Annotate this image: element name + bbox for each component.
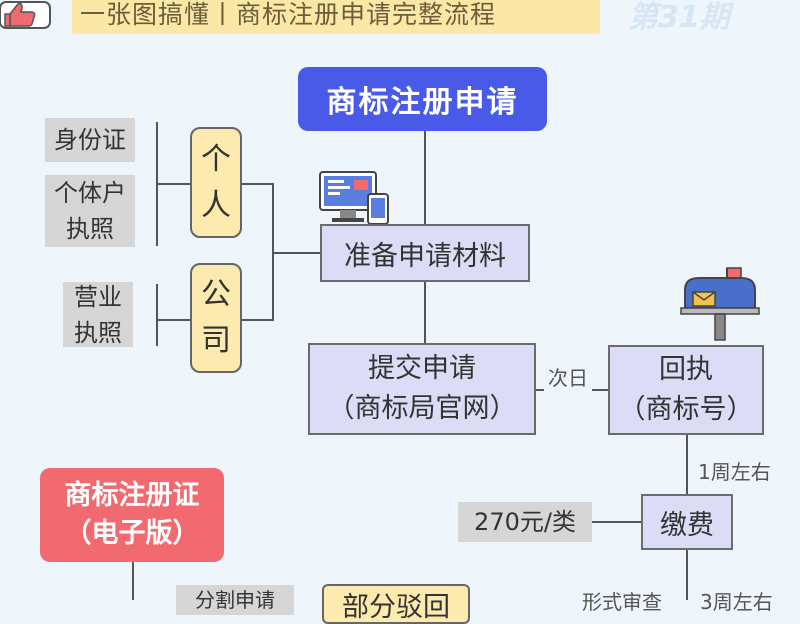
step-submit-application: 提交申请 （商标局官网） (308, 343, 536, 435)
thumbs-up-icon (0, 1, 51, 29)
mailbox-icon (680, 267, 760, 341)
header-band (72, 0, 600, 34)
issue-tag: 第31期 (628, 0, 730, 35)
step-pay-fee: 缴费 (641, 494, 733, 550)
connector-fee-down (686, 550, 688, 600)
material-sub-application: 分割申请 (176, 585, 294, 615)
connector-company-left (158, 319, 190, 321)
applicant-person: 个 人 (190, 127, 242, 238)
label-formal-review: 形式审查 (578, 586, 666, 615)
connector-person-right (242, 183, 274, 185)
computer-icon (319, 171, 389, 225)
connector-title-prepare (424, 131, 426, 224)
label-one-week: 1周左右 (694, 456, 775, 485)
connector-company-bracket (156, 284, 158, 346)
connector-applicants-prepare (272, 252, 320, 254)
connector-company-right (242, 319, 274, 321)
page-title: 一张图搞懂丨商标注册申请完整流程 (80, 0, 497, 29)
label-next-day: 次日 (544, 362, 592, 391)
connector-applicants-vertical (272, 183, 274, 320)
trademark-application-title: 商标注册申请 (298, 67, 547, 131)
connector-person-left (158, 183, 190, 185)
material-individual-license: 个体户 执照 (45, 175, 135, 247)
trademark-certificate: 商标注册证 （电子版） (40, 468, 224, 562)
material-business-license: 营业 执照 (63, 282, 133, 347)
connector-certificate-down (132, 562, 134, 600)
step-prepare-materials: 准备申请材料 (320, 224, 530, 282)
step-receipt: 回执 （商标号） (608, 345, 764, 435)
fee-price: 270元/类 (458, 502, 592, 542)
connector-person-bracket (156, 122, 158, 246)
material-id-card: 身份证 (45, 118, 135, 162)
connector-receipt-fee (686, 435, 688, 494)
connector-prepare-submit (424, 282, 426, 343)
connector-price-fee (592, 521, 641, 523)
label-three-weeks: 3周左右 (696, 586, 777, 615)
applicant-company: 公 司 (190, 263, 242, 373)
step-partial-rejection: 部分驳回 (322, 584, 470, 624)
